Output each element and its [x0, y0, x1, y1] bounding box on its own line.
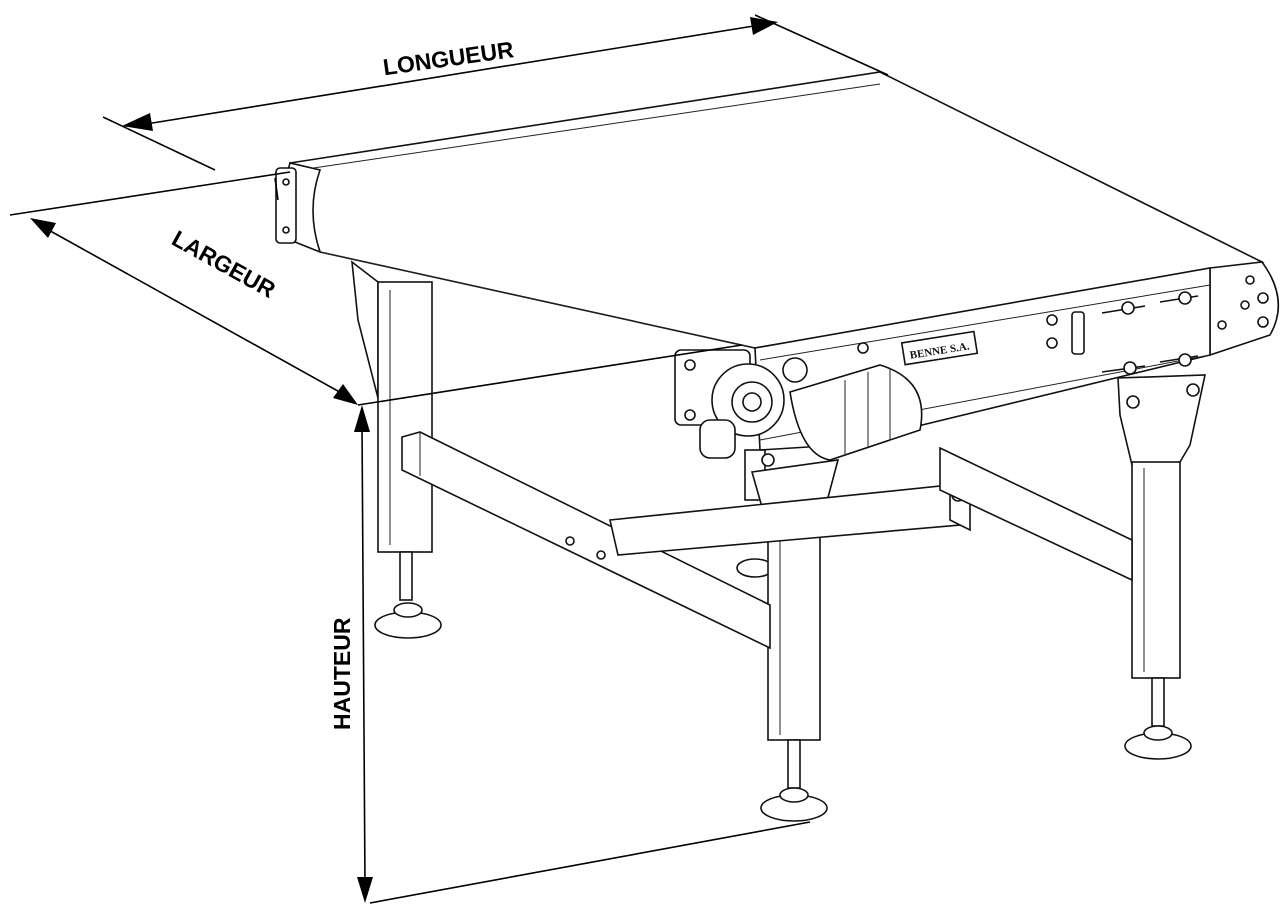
cross-beams [401, 431, 1133, 650]
width-label: LARGEUR [168, 225, 280, 303]
nameplate: BENNE S.A. [900, 330, 979, 366]
dimension-height: HAUTEUR [329, 405, 811, 904]
leg-back-left [351, 260, 442, 639]
leg-front-right [1117, 374, 1206, 760]
tensioner-bolts [1101, 291, 1199, 375]
length-label: LONGUEUR [381, 36, 515, 80]
drive-motor [674, 349, 923, 467]
height-label: HAUTEUR [329, 617, 355, 730]
conveyor-frame: BENNE S.A. [275, 71, 1280, 822]
